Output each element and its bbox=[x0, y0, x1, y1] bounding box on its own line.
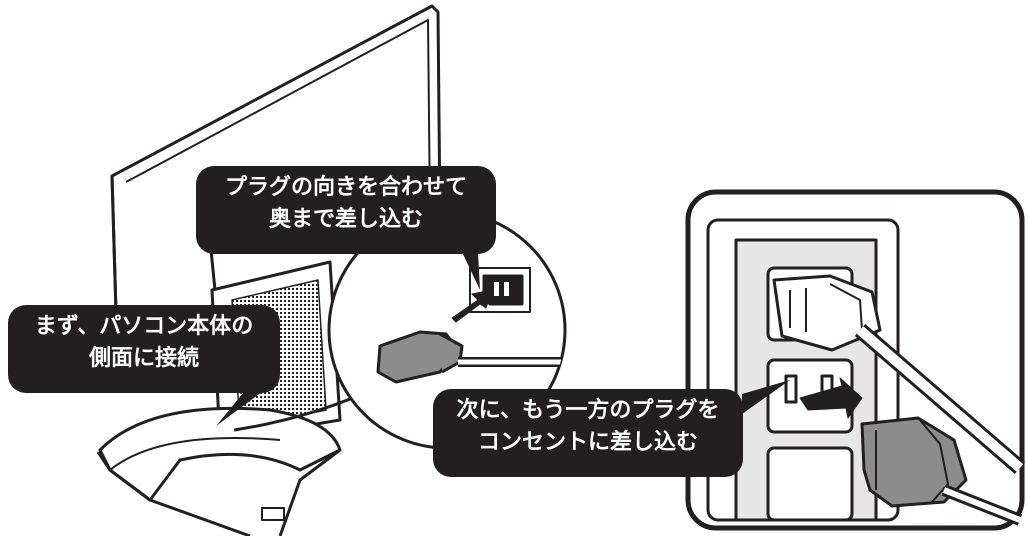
callout-outlet-insert: 次に、もう一方のプラグを コンセントに差し込む bbox=[433, 389, 743, 477]
callout-outlet-line2: コンセントに差し込む bbox=[477, 430, 698, 455]
callout-plug-pointer bbox=[462, 252, 480, 290]
callout-side-connect: まず、パソコン本体の 側面に接続 bbox=[8, 305, 280, 393]
callout-side-line1: まず、パソコン本体の bbox=[34, 314, 254, 339]
callout-side-pointer bbox=[216, 392, 262, 426]
callout-plug-line2: 奥まで差し込む bbox=[268, 207, 423, 232]
outlet-slot-left bbox=[784, 374, 798, 404]
outlet-insert-arrow bbox=[799, 377, 863, 419]
pc-stand-logo bbox=[261, 507, 285, 521]
callout-outlet-line1: 次に、もう一方のプラグを bbox=[456, 398, 720, 423]
wall-outlet-panel bbox=[685, 189, 1026, 531]
pc-side-cable bbox=[233, 393, 361, 432]
pc-stand bbox=[98, 406, 342, 502]
outlet-upper-plug bbox=[772, 274, 882, 352]
callout-side-line2: 側面に接続 bbox=[88, 346, 199, 371]
callout-outlet-pointer bbox=[742, 380, 790, 414]
outlet-lower-plug bbox=[860, 416, 968, 508]
zoom-insert-arrow bbox=[451, 289, 493, 323]
callout-plug-direction: プラグの向きを合わせて 奥まで差し込む bbox=[196, 166, 496, 254]
callout-plug-line1: プラグの向きを合わせて bbox=[224, 175, 467, 200]
